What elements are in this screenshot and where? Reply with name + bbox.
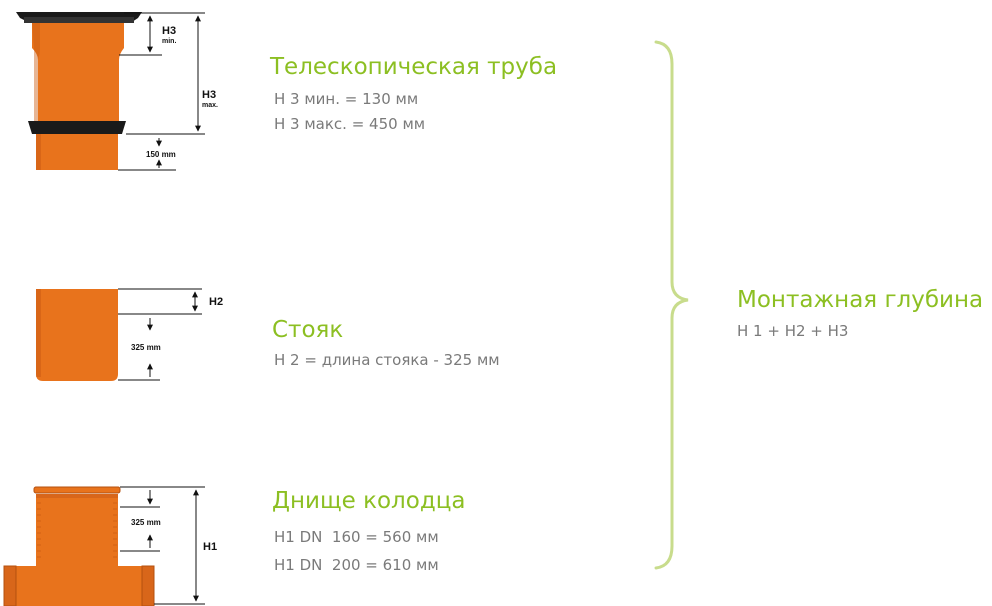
telescopic-pipe-drawing bbox=[16, 12, 142, 170]
manhole-base-dimensions bbox=[120, 486, 205, 605]
telescopic-title: Телескопическая труба bbox=[270, 54, 558, 80]
h3-max-sublabel: max. bbox=[202, 102, 218, 109]
h2-label: H2 bbox=[209, 296, 223, 308]
telescopic-line-2: H 3 макс. = 450 мм bbox=[274, 115, 426, 133]
total-formula: H 1 + H2 + H3 bbox=[737, 322, 849, 340]
riser-dimensions bbox=[118, 288, 202, 381]
grouping-brace bbox=[654, 40, 689, 570]
telescopic-offset-label: 150 mm bbox=[146, 150, 176, 159]
riser-title: Стояк bbox=[272, 317, 344, 343]
base-title: Днище колодца bbox=[272, 488, 466, 514]
base-line-1: H1 DN 160 = 560 мм bbox=[274, 528, 439, 546]
telescopic-dimensions bbox=[118, 12, 205, 171]
h1-label: H1 bbox=[203, 541, 217, 553]
telescopic-line-1: H 3 мин. = 130 мм bbox=[274, 90, 419, 108]
base-line-2: H1 DN 200 = 610 мм bbox=[274, 556, 439, 574]
base-offset-label: 325 mm bbox=[131, 518, 161, 527]
h3-min-sublabel: min. bbox=[162, 38, 176, 45]
riser-line-1: H 2 = длина стояка - 325 мм bbox=[274, 351, 500, 369]
riser-drawing bbox=[36, 289, 118, 381]
riser-offset-label: 325 mm bbox=[131, 343, 161, 352]
manhole-base-drawing bbox=[3, 486, 155, 606]
h3-min-label: H3 bbox=[162, 25, 176, 37]
h3-max-label: H3 bbox=[202, 89, 216, 101]
total-title: Монтажная глубина bbox=[737, 287, 984, 313]
